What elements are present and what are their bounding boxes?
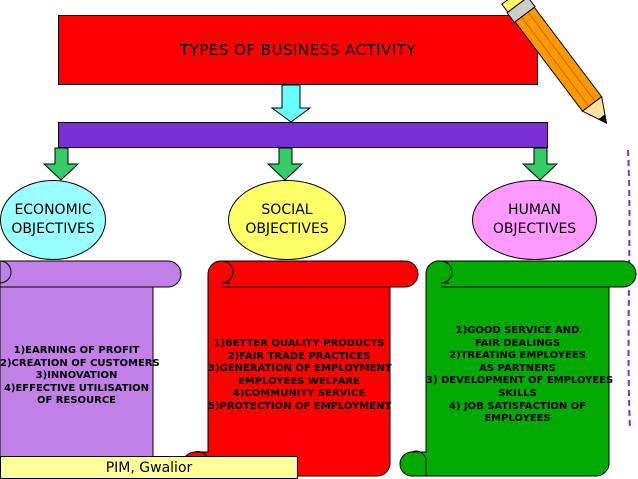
economic-objectives-ellipse: ECONOMIC OBJECTIVES (0, 180, 106, 260)
down-arrow-economic (42, 147, 80, 181)
list-item: EMPLOYEES WELFARE (237, 375, 361, 387)
social-objectives-list: 1)BETTER QUALITY PRODUCTS 2)FAIR TRADE P… (208, 338, 392, 414)
list-item: 3)GENERATION OF EMPLOYMENT (208, 363, 392, 375)
scroll-economic (0, 260, 182, 463)
list-item: 4) JOB SATISFACTION OF (448, 400, 587, 412)
list-item: 1)EARNING OF PROFIT (13, 345, 140, 356)
scroll-human (399, 260, 637, 477)
human-heading-line-2: OBJECTIVES (492, 221, 577, 237)
list-item: 1)BETTER QUALITY PRODUCTS (213, 338, 385, 349)
economic-heading-line-2: OBJECTIVES (11, 221, 95, 237)
list-item: AS PARTNERS (479, 362, 556, 374)
down-arrow-social (266, 147, 304, 181)
economic-objectives-list: 1)EARNING OF PROFIT 2)CREATION OF CUSTOM… (0, 345, 160, 408)
human-heading-line-1: HUMAN (508, 202, 561, 218)
list-item: 2)CREATION OF CUSTOMERS (0, 357, 160, 369)
list-item: 1)GOOD SERVICE AND (455, 325, 580, 336)
list-item: 2)FAIR TRADE PRACTICES (227, 350, 371, 362)
footer-label: PIM, Gwalior (0, 456, 298, 479)
down-arrow-human (521, 147, 559, 181)
list-item: 4)COMMUNITY SERVICE (232, 388, 366, 400)
list-item: SKILLS (498, 387, 537, 399)
pencil-icon (501, 0, 608, 125)
list-item: 2)TREATING EMPLOYEES (449, 350, 586, 362)
social-heading-line-1: SOCIAL (261, 202, 313, 218)
diagram-title: TYPES OF BUSINESS ACTIVITY (58, 15, 538, 85)
list-item: 3)INNOVATION (35, 370, 118, 382)
list-item: OF RESOURCE (36, 395, 117, 407)
human-objectives-list: 1)GOOD SERVICE AND FAIR DEALINGS 2)TREAT… (426, 325, 614, 426)
list-item: 3) DEVELOPMENT OF EMPLOYEES (426, 375, 614, 387)
list-item: 5)PROTECTION OF EMPLOYMENT (208, 400, 392, 412)
connector-bar (58, 122, 548, 148)
economic-heading-line-1: ECONOMIC (14, 202, 92, 218)
list-item: 4)EFFECTIVE UTILISATION (3, 382, 150, 394)
list-item: EMPLOYEES (484, 413, 551, 425)
human-objectives-ellipse: HUMAN OBJECTIVES (472, 180, 597, 260)
list-item: FAIR DEALINGS (474, 337, 561, 349)
scroll-social (182, 260, 419, 477)
social-heading-line-2: OBJECTIVES (245, 221, 329, 237)
social-objectives-ellipse: SOCIAL OBJECTIVES (228, 180, 346, 260)
down-arrow-main (270, 84, 312, 123)
